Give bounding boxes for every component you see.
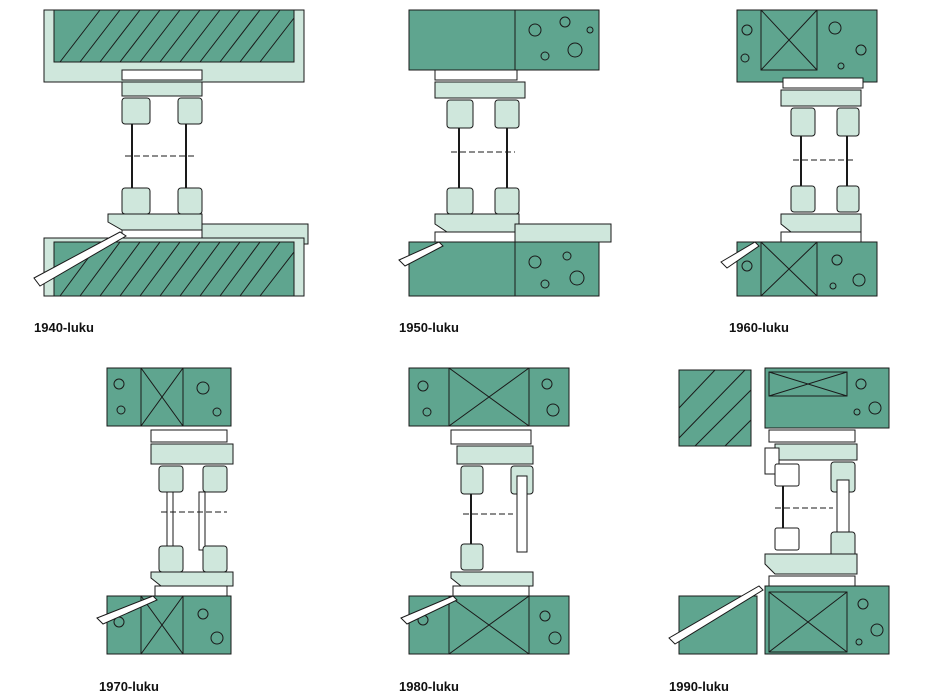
seal-strip-bottom: [452, 585, 530, 597]
glass-insulated-unit: [836, 479, 850, 533]
frame-sill: [434, 213, 520, 233]
seal-strip: [150, 429, 228, 443]
caption: 1950-luku: [399, 320, 459, 335]
section-1970: 1970-luku: [95, 367, 295, 694]
drip-flashing: [398, 241, 444, 267]
frame-sill: [107, 213, 203, 231]
section-1940: 1940-luku: [30, 9, 320, 335]
seal-strip-bottom: [434, 231, 520, 243]
section-1980: 1980-luku: [395, 367, 595, 694]
lintel-brick: [678, 369, 752, 447]
frame-head: [774, 443, 858, 461]
sash-top-inner: [774, 463, 800, 487]
sash-top-outer: [202, 465, 228, 493]
insulation-cross-lower: [448, 595, 530, 655]
frame-sill: [150, 571, 234, 587]
caption: 1970-luku: [99, 679, 159, 694]
seal-strip: [450, 429, 532, 445]
frame-sill: [450, 571, 534, 587]
lintel-concrete: [408, 9, 600, 71]
seal-strip-bottom: [154, 585, 228, 597]
seal-strip: [121, 69, 203, 81]
caption: 1940-luku: [34, 320, 94, 335]
sash-top-inner: [460, 465, 484, 495]
caption: 1990-luku: [669, 679, 729, 694]
lintel-brick: [53, 9, 295, 63]
frame-sill: [780, 213, 862, 233]
glass-insulated-unit: [516, 475, 528, 553]
glass-double-outer: [198, 491, 206, 551]
sash-top-inner: [446, 99, 474, 129]
sash-bottom-outer: [494, 187, 520, 215]
window-section-drawing-1990: [668, 367, 890, 655]
drip-flashing: [96, 595, 158, 625]
seal-strip: [768, 429, 856, 443]
drip-flashing: [400, 595, 458, 625]
sill-concrete: [408, 241, 600, 297]
frame-head: [456, 445, 534, 465]
section-1960: 1960-luku: [715, 9, 915, 335]
window-section-drawing-1980: [400, 367, 570, 655]
frame-head: [150, 443, 234, 465]
sash-bottom-inner: [790, 185, 816, 213]
sash-bottom-outer: [202, 545, 228, 573]
window-section-drawing-1940: [33, 9, 309, 297]
window-section-drawing-1960: [720, 9, 878, 297]
caption: 1960-luku: [729, 320, 789, 335]
seal-strip: [782, 77, 864, 89]
sash-bottom-inner: [121, 187, 151, 215]
sash-bottom-outer: [177, 187, 203, 215]
sash-top-inner: [790, 107, 816, 137]
insulation-cross: [768, 371, 848, 397]
insulation-cross-lower: [768, 591, 848, 653]
section-1990: 1990-luku: [665, 367, 915, 694]
window-board: [514, 223, 612, 243]
seal-strip: [434, 69, 518, 81]
sash-top-outer: [836, 107, 860, 137]
frame-head: [121, 81, 203, 97]
caption: 1980-luku: [399, 679, 459, 694]
sash-top-outer: [177, 97, 203, 125]
drip-flashing: [720, 241, 760, 269]
sash-bottom-inner: [446, 187, 474, 215]
seal-strip-bottom: [780, 231, 862, 243]
sash-bottom-outer: [836, 185, 860, 213]
frame-sill: [764, 553, 858, 575]
insulation-cross: [448, 367, 530, 427]
frame-head: [434, 81, 526, 99]
glass-double: [166, 491, 174, 551]
sash-bottom-inner: [158, 545, 184, 573]
drip-flashing: [33, 231, 127, 287]
insulation-cross-lower: [760, 241, 818, 297]
sash-top-outer: [494, 99, 520, 129]
insulation-cross: [140, 367, 184, 427]
sash-top-inner: [158, 465, 184, 493]
frame-head: [780, 89, 862, 107]
insulation-cross: [760, 9, 818, 71]
window-section-drawing-1950: [398, 9, 612, 297]
sash-bottom-inner: [460, 543, 484, 571]
seal-strip-bottom: [768, 575, 856, 587]
drip-flashing: [668, 585, 764, 645]
section-1950: 1950-luku: [395, 9, 635, 335]
sash-bottom-inner: [774, 527, 800, 551]
window-section-drawing-1970: [96, 367, 234, 655]
sash-top-inner: [121, 97, 151, 125]
